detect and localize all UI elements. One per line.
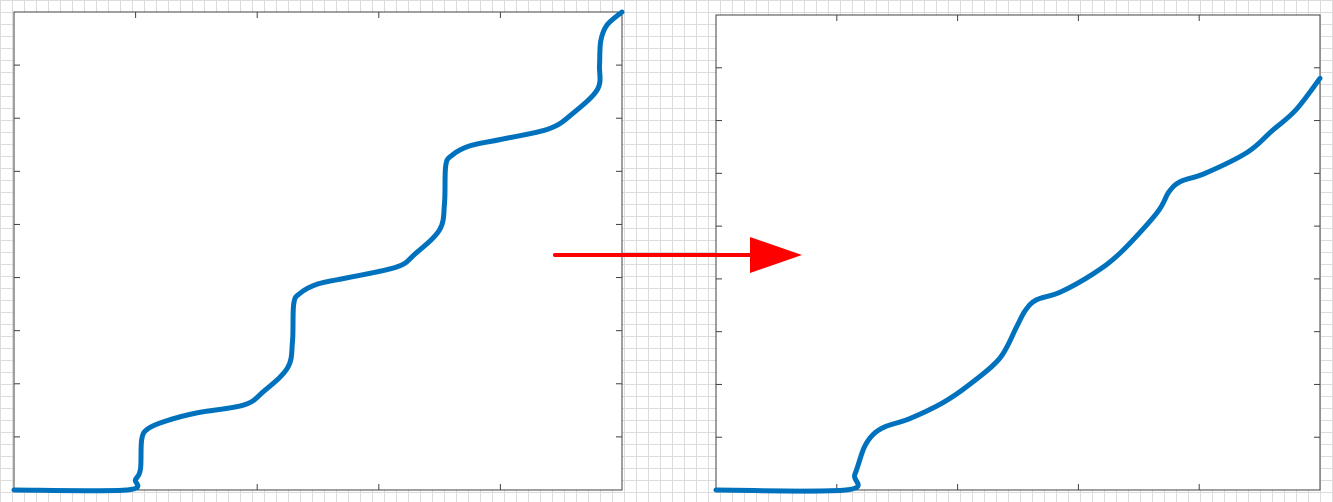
chart-right bbox=[713, 14, 1323, 494]
series-line bbox=[11, 9, 625, 494]
transition-arrow bbox=[553, 237, 802, 273]
chart-left bbox=[11, 9, 625, 494]
plot-area bbox=[715, 14, 1321, 491]
plot-area bbox=[13, 11, 623, 491]
arrow-head bbox=[750, 237, 802, 273]
series-line bbox=[713, 75, 1323, 494]
